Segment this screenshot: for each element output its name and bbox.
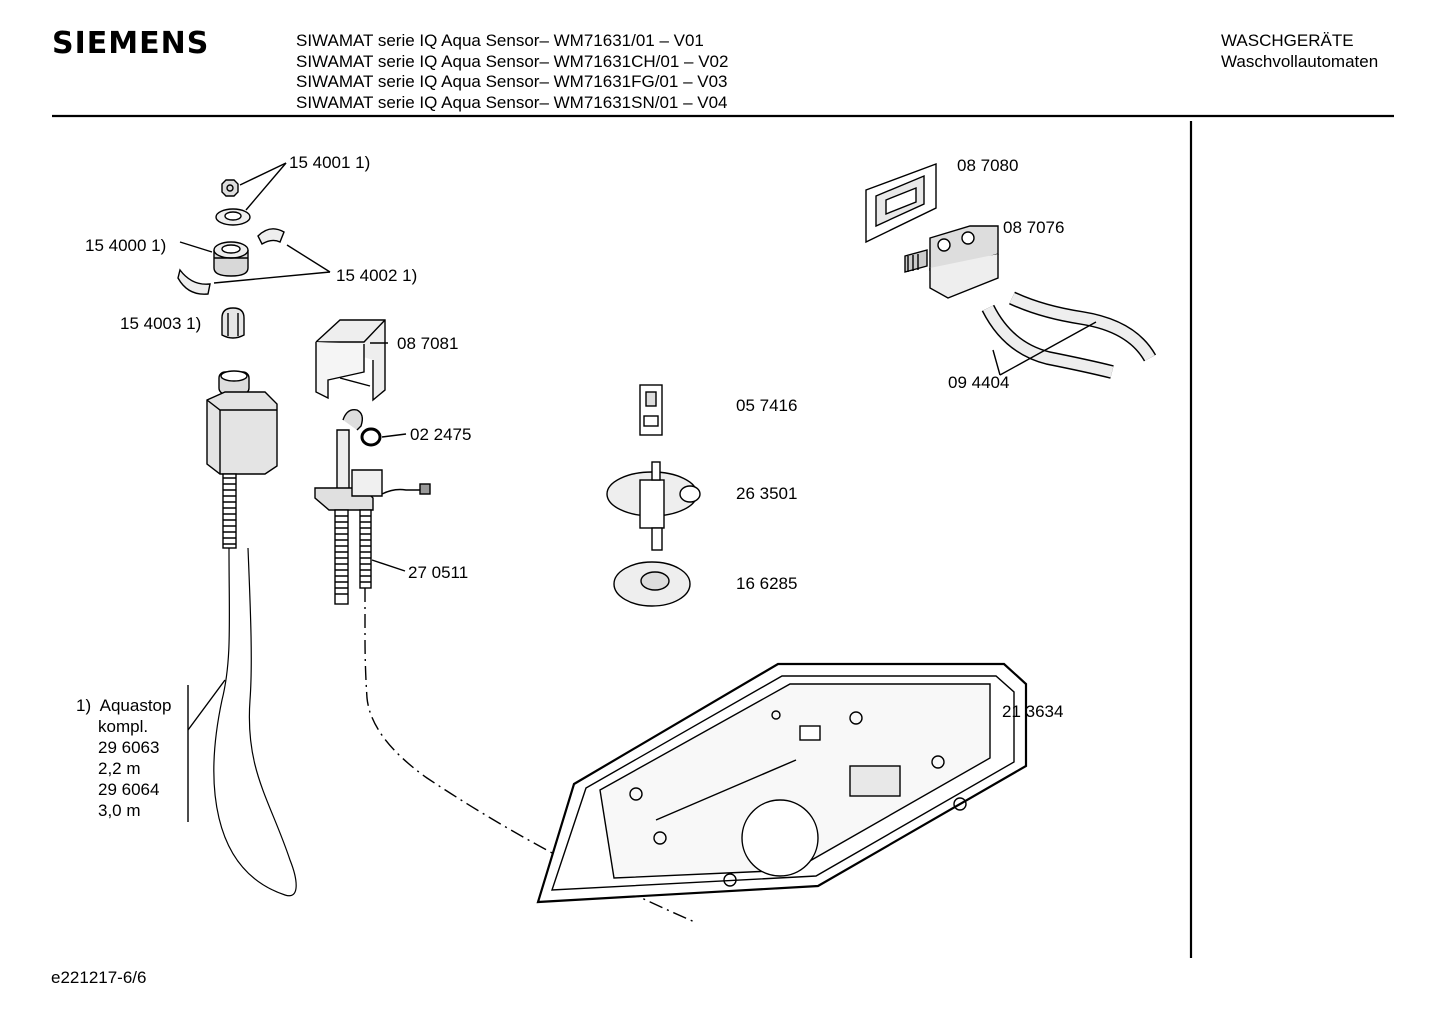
aquastop-note-line-3: 29 6063	[98, 738, 160, 757]
aquastop-clip-top-icon	[257, 228, 285, 245]
inlet-valve-icon	[904, 225, 999, 299]
drain-hose-icon	[359, 509, 372, 589]
connector-plug-icon	[639, 384, 663, 436]
aquastop-clip-bottom-icon	[177, 268, 211, 295]
model-line-3: SIWAMAT serie IQ Aqua Sensor– WM71631FG/…	[296, 72, 728, 91]
part-label-087076: 08 7076	[1003, 218, 1065, 237]
category-subtitle: Waschvollautomaten	[1221, 51, 1379, 71]
part-label-154002: 15 4002 1)	[336, 266, 418, 285]
valve-bracket-icon	[865, 162, 937, 244]
inlet-pipe-icon	[314, 409, 431, 511]
aquastop-cap-icon	[221, 307, 245, 339]
aquastop-note-line-5: 29 6064	[98, 780, 160, 799]
part-label-263501: 26 3501	[736, 484, 798, 503]
part-label-094404: 09 4404	[948, 373, 1010, 392]
part-label-022475: 02 2475	[410, 425, 472, 444]
aquastop-union-nut-icon	[213, 241, 249, 277]
model-line-4: SIWAMAT serie IQ Aqua Sensor– WM71631SN/…	[296, 92, 728, 112]
category-title: WASCHGERÄTE	[1221, 31, 1354, 50]
seal-disc-icon	[613, 561, 691, 607]
part-label-154001: 15 4001 1)	[289, 153, 371, 172]
part-label-270511: 27 0511	[408, 563, 469, 582]
model-line-1: SIWAMAT serie IQ Aqua Sensor– WM71631/01…	[296, 31, 704, 50]
seal-ring-icon	[360, 427, 382, 447]
part-label-154000: 15 4000 1)	[85, 236, 167, 255]
aquastop-note-line-2: kompl.	[98, 717, 149, 736]
part-label-087081: 08 7081	[397, 334, 459, 353]
part-label-154003: 15 4003 1)	[120, 314, 202, 333]
siemens-logo: SIEMENS	[52, 26, 210, 61]
part-label-087080: 08 7080	[957, 156, 1019, 175]
assembly-path	[364, 588, 698, 924]
part-label-057416: 05 7416	[736, 396, 798, 415]
aquastop-note-line-6: 3,0 m	[98, 801, 141, 820]
aquastop-nut-icon	[221, 179, 239, 197]
document-id: e221217-6/6	[51, 968, 147, 987]
aquastop-note-line-1: 1) Aquastop	[76, 696, 172, 715]
supply-hose-left-icon	[334, 509, 349, 605]
part-label-166285: 16 6285	[736, 574, 798, 593]
base-plate-icon	[536, 662, 1028, 904]
aquastop-washer-icon	[215, 208, 251, 226]
float-switch-icon	[606, 461, 701, 551]
aquastop-valve-box-icon	[206, 370, 278, 475]
model-line-2: SIWAMAT serie IQ Aqua Sensor– WM71631CH/…	[296, 51, 729, 71]
aquastop-note-line-4: 2,2 m	[98, 759, 141, 778]
hose-pair-icon	[981, 291, 1157, 379]
part-label-213634: 21 3634	[1002, 702, 1064, 721]
hose-holder-cap-icon	[315, 319, 386, 402]
aquastop-hose-icon	[213, 473, 297, 897]
